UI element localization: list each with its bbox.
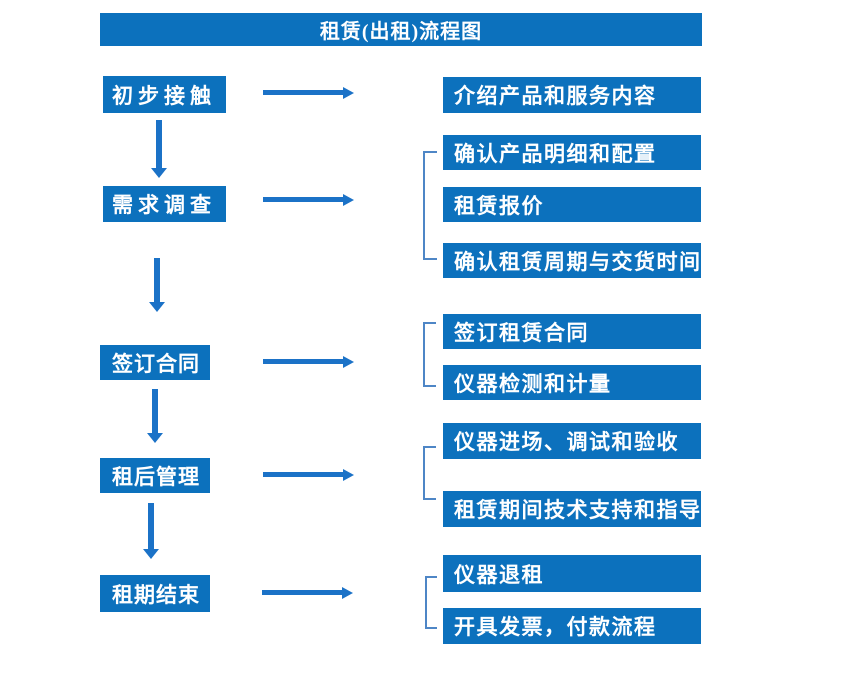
right-arrow-icon-3 <box>263 359 343 364</box>
bracket-post-rental-group <box>423 446 436 500</box>
flowchart-title-bar: 租赁(出租)流程图 <box>100 13 702 46</box>
output-box-instrument-testing: 仪器检测和计量 <box>443 365 701 400</box>
step-box-initial-contact: 初步接触 <box>103 76 226 113</box>
step-box-demand-survey: 需求调查 <box>103 186 226 222</box>
right-arrow-icon-1 <box>263 90 343 95</box>
bracket-lease-end-group <box>425 576 437 629</box>
output-box-introduce-products: 介绍产品和服务内容 <box>443 77 701 113</box>
bracket-demand-survey-group <box>423 151 437 260</box>
step-box-sign-contract: 签订合同 <box>100 345 210 380</box>
down-arrow-icon-2 <box>154 258 160 302</box>
output-box-confirm-details: 确认产品明细和配置 <box>443 135 701 170</box>
output-box-sign-rental-contract: 签订租赁合同 <box>443 314 701 349</box>
output-box-instrument-return: 仪器退租 <box>443 555 701 592</box>
down-arrow-icon-4 <box>148 503 154 549</box>
right-arrow-icon-4 <box>263 472 343 477</box>
down-arrow-icon-1 <box>156 120 162 168</box>
down-arrow-icon-3 <box>152 389 158 433</box>
output-box-technical-support: 租赁期间技术支持和指导 <box>443 491 701 527</box>
right-arrow-icon-2 <box>263 197 343 202</box>
bracket-sign-contract-group <box>423 322 436 387</box>
step-box-lease-end: 租期结束 <box>100 575 210 612</box>
output-box-invoice-payment: 开具发票，付款流程 <box>443 608 701 644</box>
output-box-confirm-period-delivery: 确认租赁周期与交货时间 <box>443 243 701 278</box>
flowchart-title: 租赁(出租)流程图 <box>319 21 483 43</box>
output-box-rental-quote: 租赁报价 <box>443 187 701 222</box>
step-box-post-rental-management: 租后管理 <box>100 458 210 493</box>
output-box-instrument-setup: 仪器进场、调试和验收 <box>443 423 701 459</box>
right-arrow-icon-5 <box>262 590 342 595</box>
